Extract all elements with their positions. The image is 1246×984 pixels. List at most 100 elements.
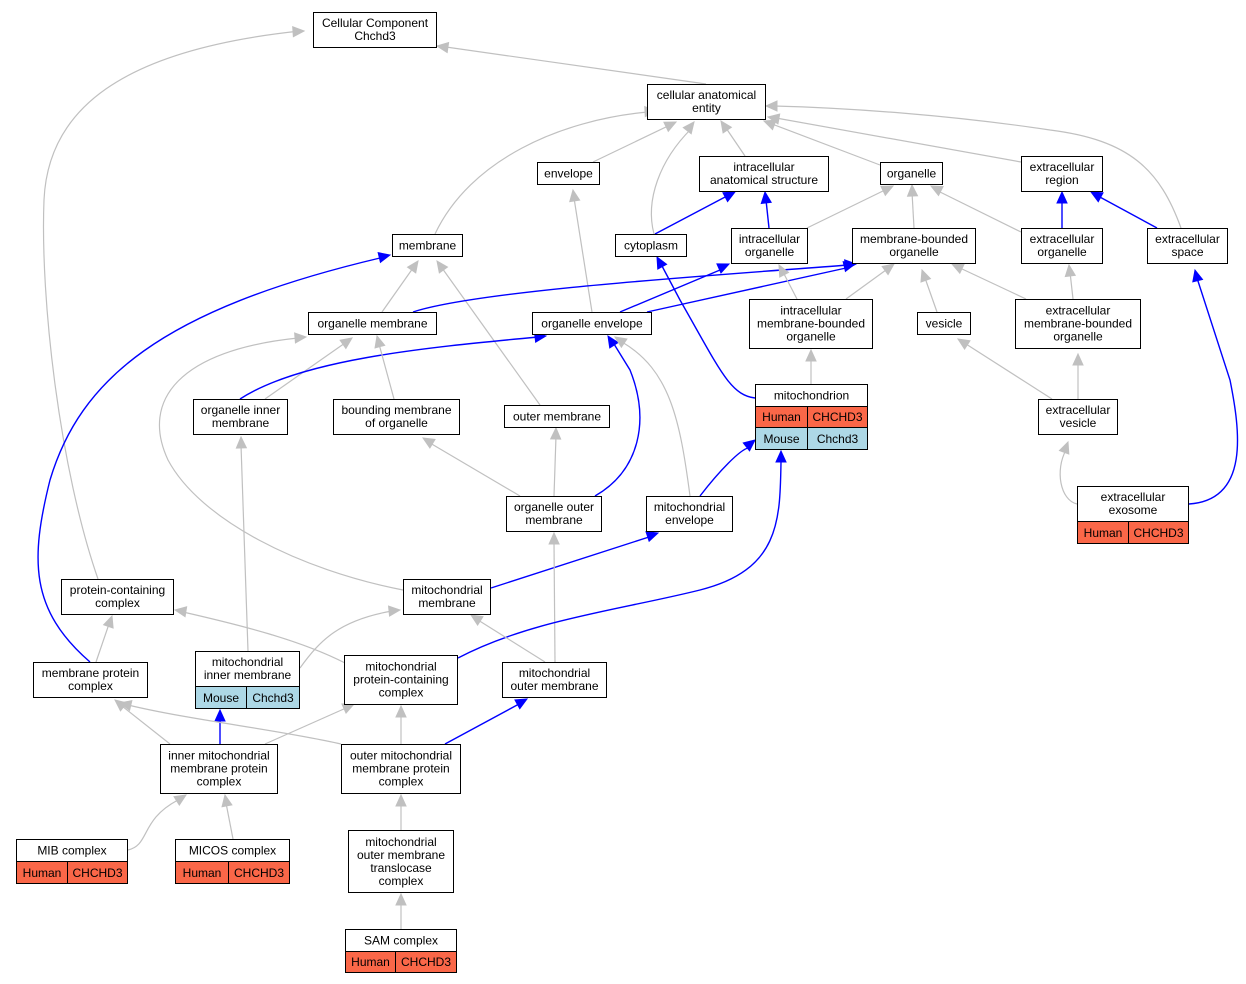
- node-extracellular-vesicle[interactable]: extracellular vesicle: [1038, 399, 1118, 435]
- edge-intraorg-to-organelle: [806, 189, 886, 229]
- arrowhead-ecves-to-vesicle: [956, 338, 971, 351]
- arrowhead-oim-to-orgmem: [339, 337, 353, 350]
- node-organelle-membrane[interactable]: organelle membrane: [308, 312, 437, 335]
- node-mitochondrial-inner-membrane[interactable]: mitochondrial inner membrane: [195, 651, 300, 687]
- node-cytoplasm[interactable]: cytoplasm: [615, 234, 687, 257]
- node-intracellular-membrane-bounded-organelle[interactable]: intracellular membrane-bounded organelle: [749, 299, 873, 349]
- node-extracellular-space[interactable]: extracellular space: [1147, 228, 1228, 264]
- edge-orgmem-to-mbo: [412, 264, 849, 313]
- sam-human-gene: CHCHD3: [395, 951, 457, 973]
- edge-mitoenv-to-mito: [699, 447, 749, 497]
- node-extracellular-region[interactable]: extracellular region: [1021, 156, 1103, 192]
- mitochondrion-mouse-gene: Chchd3: [807, 427, 868, 450]
- node-mitochondrial-protein-containing-complex[interactable]: mitochondrial protein-containing complex: [344, 655, 458, 705]
- node-extracellular-organelle[interactable]: extracellular organelle: [1021, 228, 1103, 264]
- edge-mbo-to-organelle: [911, 191, 915, 229]
- arrowhead-mitomem-to-mitoenv: [645, 531, 660, 543]
- arrowhead-mitoenv-to-orgenv: [613, 336, 628, 349]
- node-organelle[interactable]: organelle: [880, 162, 943, 185]
- arrowhead-ompc-to-mpcc: [395, 704, 407, 718]
- arrowhead-mib-to-impc: [173, 794, 188, 806]
- arrowhead-cae-to-root: [435, 41, 450, 54]
- edge-ecspace-to-cae: [773, 105, 1182, 229]
- arrowhead-mim-to-oim: [235, 435, 248, 449]
- node-outer-membrane[interactable]: outer membrane: [504, 405, 610, 428]
- edge-imbo-to-mbo: [845, 269, 887, 300]
- node-cellular-component-chchd3[interactable]: Cellular Component Chchd3: [313, 12, 437, 48]
- node-mib-complex[interactable]: MIB complex: [16, 839, 128, 862]
- node-intracellular-anatomical-structure[interactable]: intracellular anatomical structure: [699, 156, 829, 192]
- node-mitochondrial-outer-membrane[interactable]: mitochondrial outer membrane: [502, 662, 607, 698]
- node-mitochondrial-membrane[interactable]: mitochondrial membrane: [403, 579, 491, 615]
- edge-ecorg-to-organelle: [937, 190, 1022, 233]
- edge-bmo-to-orgmem: [378, 343, 395, 400]
- node-mitochondrial-envelope[interactable]: mitochondrial envelope: [646, 496, 733, 532]
- node-membrane-protein-complex[interactable]: membrane protein complex: [33, 662, 148, 698]
- arrowhead-exosome-to-ecves: [1058, 440, 1070, 455]
- arrowhead-sam-to-momtc: [395, 892, 407, 906]
- node-organelle-envelope[interactable]: organelle envelope: [532, 312, 652, 335]
- edge-ecves-to-vesicle: [965, 343, 1053, 400]
- arrowhead-ecorg-to-organelle: [929, 185, 944, 197]
- mib-human-gene: CHCHD3: [67, 861, 128, 884]
- arrowhead-mpc-to-membrane: [377, 251, 392, 264]
- mitochondrion-human-species: Human: [755, 406, 808, 428]
- edge-mpcc-to-pcc: [182, 611, 346, 664]
- node-envelope[interactable]: envelope: [537, 162, 600, 185]
- edge-impc-to-mpc: [121, 705, 171, 745]
- edge-exosome-to-ecspace: [1188, 277, 1239, 505]
- arrowhead-oom-to-outermem: [549, 426, 562, 440]
- exosome-human-species: Human: [1077, 521, 1129, 544]
- edge-embo-to-ecorg: [1069, 271, 1074, 300]
- edge-micos-to-impc: [225, 802, 234, 840]
- mitochondrion-mouse-species: Mouse: [755, 427, 808, 450]
- arrowhead-ecspace-to-ecregion: [1089, 191, 1104, 203]
- arrowhead-envelope-to-cae: [663, 121, 678, 133]
- edge-ompc-to-mpc: [127, 704, 342, 745]
- node-organelle-outer-membrane[interactable]: organelle outer membrane: [506, 496, 602, 532]
- arrowhead-mom-to-mitomem: [469, 614, 484, 627]
- micos-human-gene: CHCHD3: [228, 861, 290, 884]
- arrowhead-ecves-to-embo: [1072, 352, 1084, 366]
- micos-human-species: Human: [175, 861, 229, 884]
- arrowhead-impc-to-mim: [214, 708, 226, 722]
- edge-outermem-to-membrane: [441, 267, 541, 406]
- edge-ompc-to-mom: [444, 703, 520, 745]
- mitochondrion-human-gene: CHCHD3: [807, 406, 868, 428]
- node-organelle-inner-membrane[interactable]: organelle inner membrane: [193, 399, 288, 435]
- node-cellular-anatomical-entity[interactable]: cellular anatomical entity: [647, 84, 766, 120]
- edge-orgmem-to-membrane: [381, 267, 414, 313]
- node-bounding-membrane-of-organelle[interactable]: bounding membrane of organelle: [333, 399, 460, 435]
- arrowhead-organelle-to-cae: [762, 119, 777, 131]
- node-mitochondrion[interactable]: mitochondrion: [755, 384, 868, 407]
- edge-ecspace-to-ecregion: [1097, 195, 1158, 229]
- arrowhead-orgenv-to-intraorg: [716, 263, 731, 274]
- node-outer-mitochondrial-membrane-protein-complex[interactable]: outer mitochondrial membrane protein com…: [341, 744, 461, 794]
- edge-organelle-to-cae: [771, 123, 881, 166]
- arrowhead-imbo-to-mbo: [881, 263, 895, 276]
- edge-mim-to-oim: [240, 444, 249, 652]
- node-sam-complex[interactable]: SAM complex: [345, 929, 457, 952]
- arrowhead-cytoplasm-to-ias: [722, 191, 737, 203]
- node-intracellular-organelle[interactable]: intracellular organelle: [731, 228, 808, 264]
- arrowhead-exosome-to-ecspace: [1192, 268, 1204, 283]
- arrowhead-mito-to-cytoplasm: [656, 255, 668, 270]
- edge-oom-to-outermem: [553, 435, 557, 497]
- node-vesicle[interactable]: vesicle: [917, 312, 971, 335]
- node-extracellular-exosome[interactable]: extracellular exosome: [1077, 486, 1189, 522]
- edge-impc-to-mpcc: [264, 707, 347, 745]
- node-extracellular-membrane-bounded-organelle[interactable]: extracellular membrane-bounded organelle: [1015, 299, 1141, 349]
- edge-oom-to-orgenv: [594, 343, 641, 497]
- arrowhead-ias-to-cae: [720, 120, 733, 134]
- node-membrane-bounded-organelle[interactable]: membrane-bounded organelle: [852, 228, 976, 264]
- arrowhead-imbo-to-intraorg: [778, 263, 790, 278]
- edge-mom-to-oom: [553, 541, 556, 663]
- node-membrane[interactable]: membrane: [392, 234, 463, 257]
- arrowhead-momtc-to-ompc: [395, 793, 407, 807]
- node-protein-containing-complex[interactable]: protein-containing complex: [61, 579, 174, 615]
- node-micos-complex[interactable]: MICOS complex: [175, 839, 290, 862]
- arrowhead-mitoenv-to-mito: [742, 439, 756, 452]
- edge-envelope-to-cae: [592, 125, 669, 163]
- node-mitochondrial-outer-membrane-translocase-complex[interactable]: mitochondrial outer membrane translocase…: [348, 830, 454, 893]
- node-inner-mitochondrial-membrane-protein-complex[interactable]: inner mitochondrial membrane protein com…: [160, 744, 278, 794]
